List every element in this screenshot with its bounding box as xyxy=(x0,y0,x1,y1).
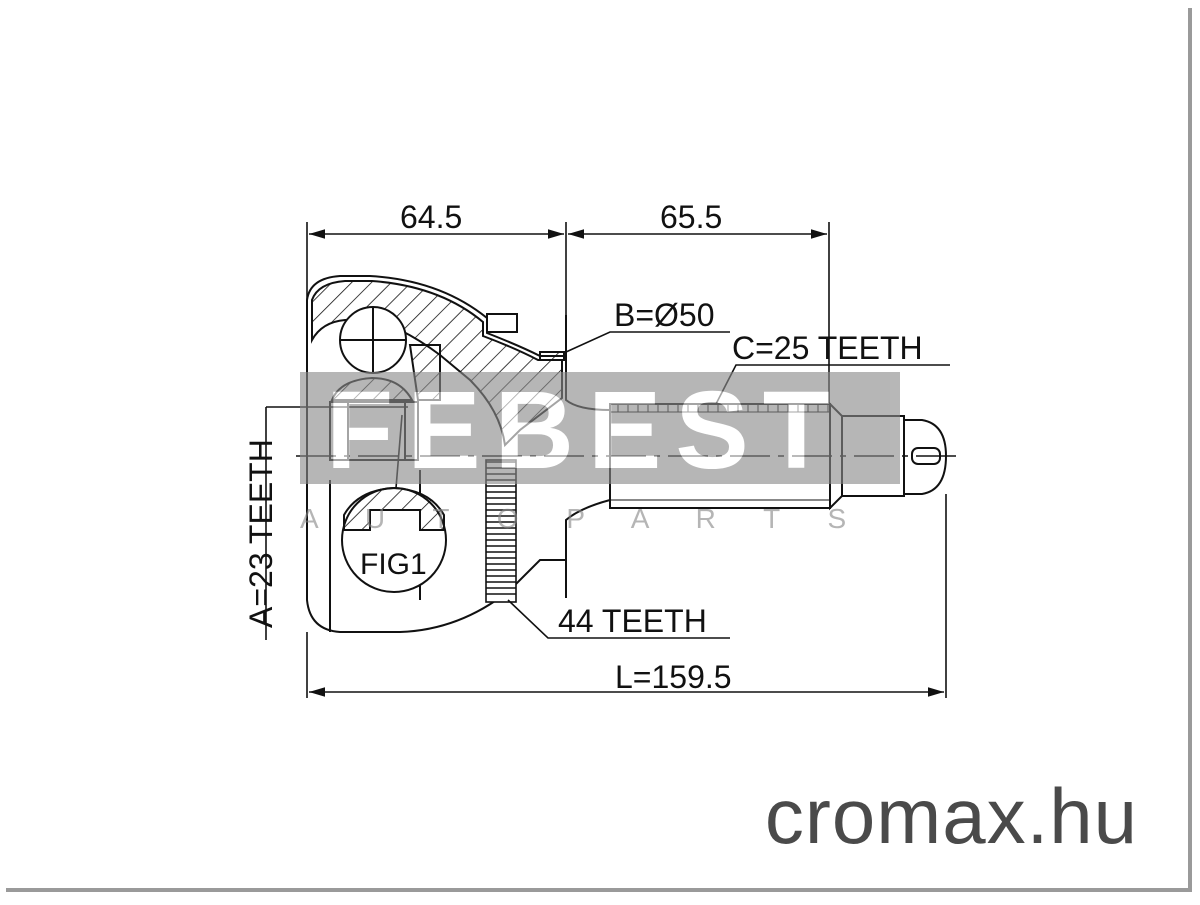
dim-outer-diameter: B=Ø50 xyxy=(614,297,715,333)
febest-watermark: FEBEST A U T O P A R T S xyxy=(300,369,900,534)
dim-total-length: L=159.5 xyxy=(615,659,732,695)
dim-abs-teeth: 44 TEETH xyxy=(558,603,707,639)
dim-inner-spline: A=23 TEETH xyxy=(243,439,279,628)
dimension-lines xyxy=(265,222,950,698)
watermark-brand: FEBEST xyxy=(326,369,844,492)
site-watermark: cromax.hu xyxy=(764,772,1138,860)
image-frame xyxy=(6,8,1192,892)
dim-left-length: 64.5 xyxy=(400,199,462,235)
dim-right-length: 65.5 xyxy=(660,199,722,235)
watermark-tagline: A U T O P A R T S xyxy=(300,503,866,534)
dim-outer-spline: C=25 TEETH xyxy=(732,330,923,366)
fig1-label: FIG1 xyxy=(360,548,427,581)
